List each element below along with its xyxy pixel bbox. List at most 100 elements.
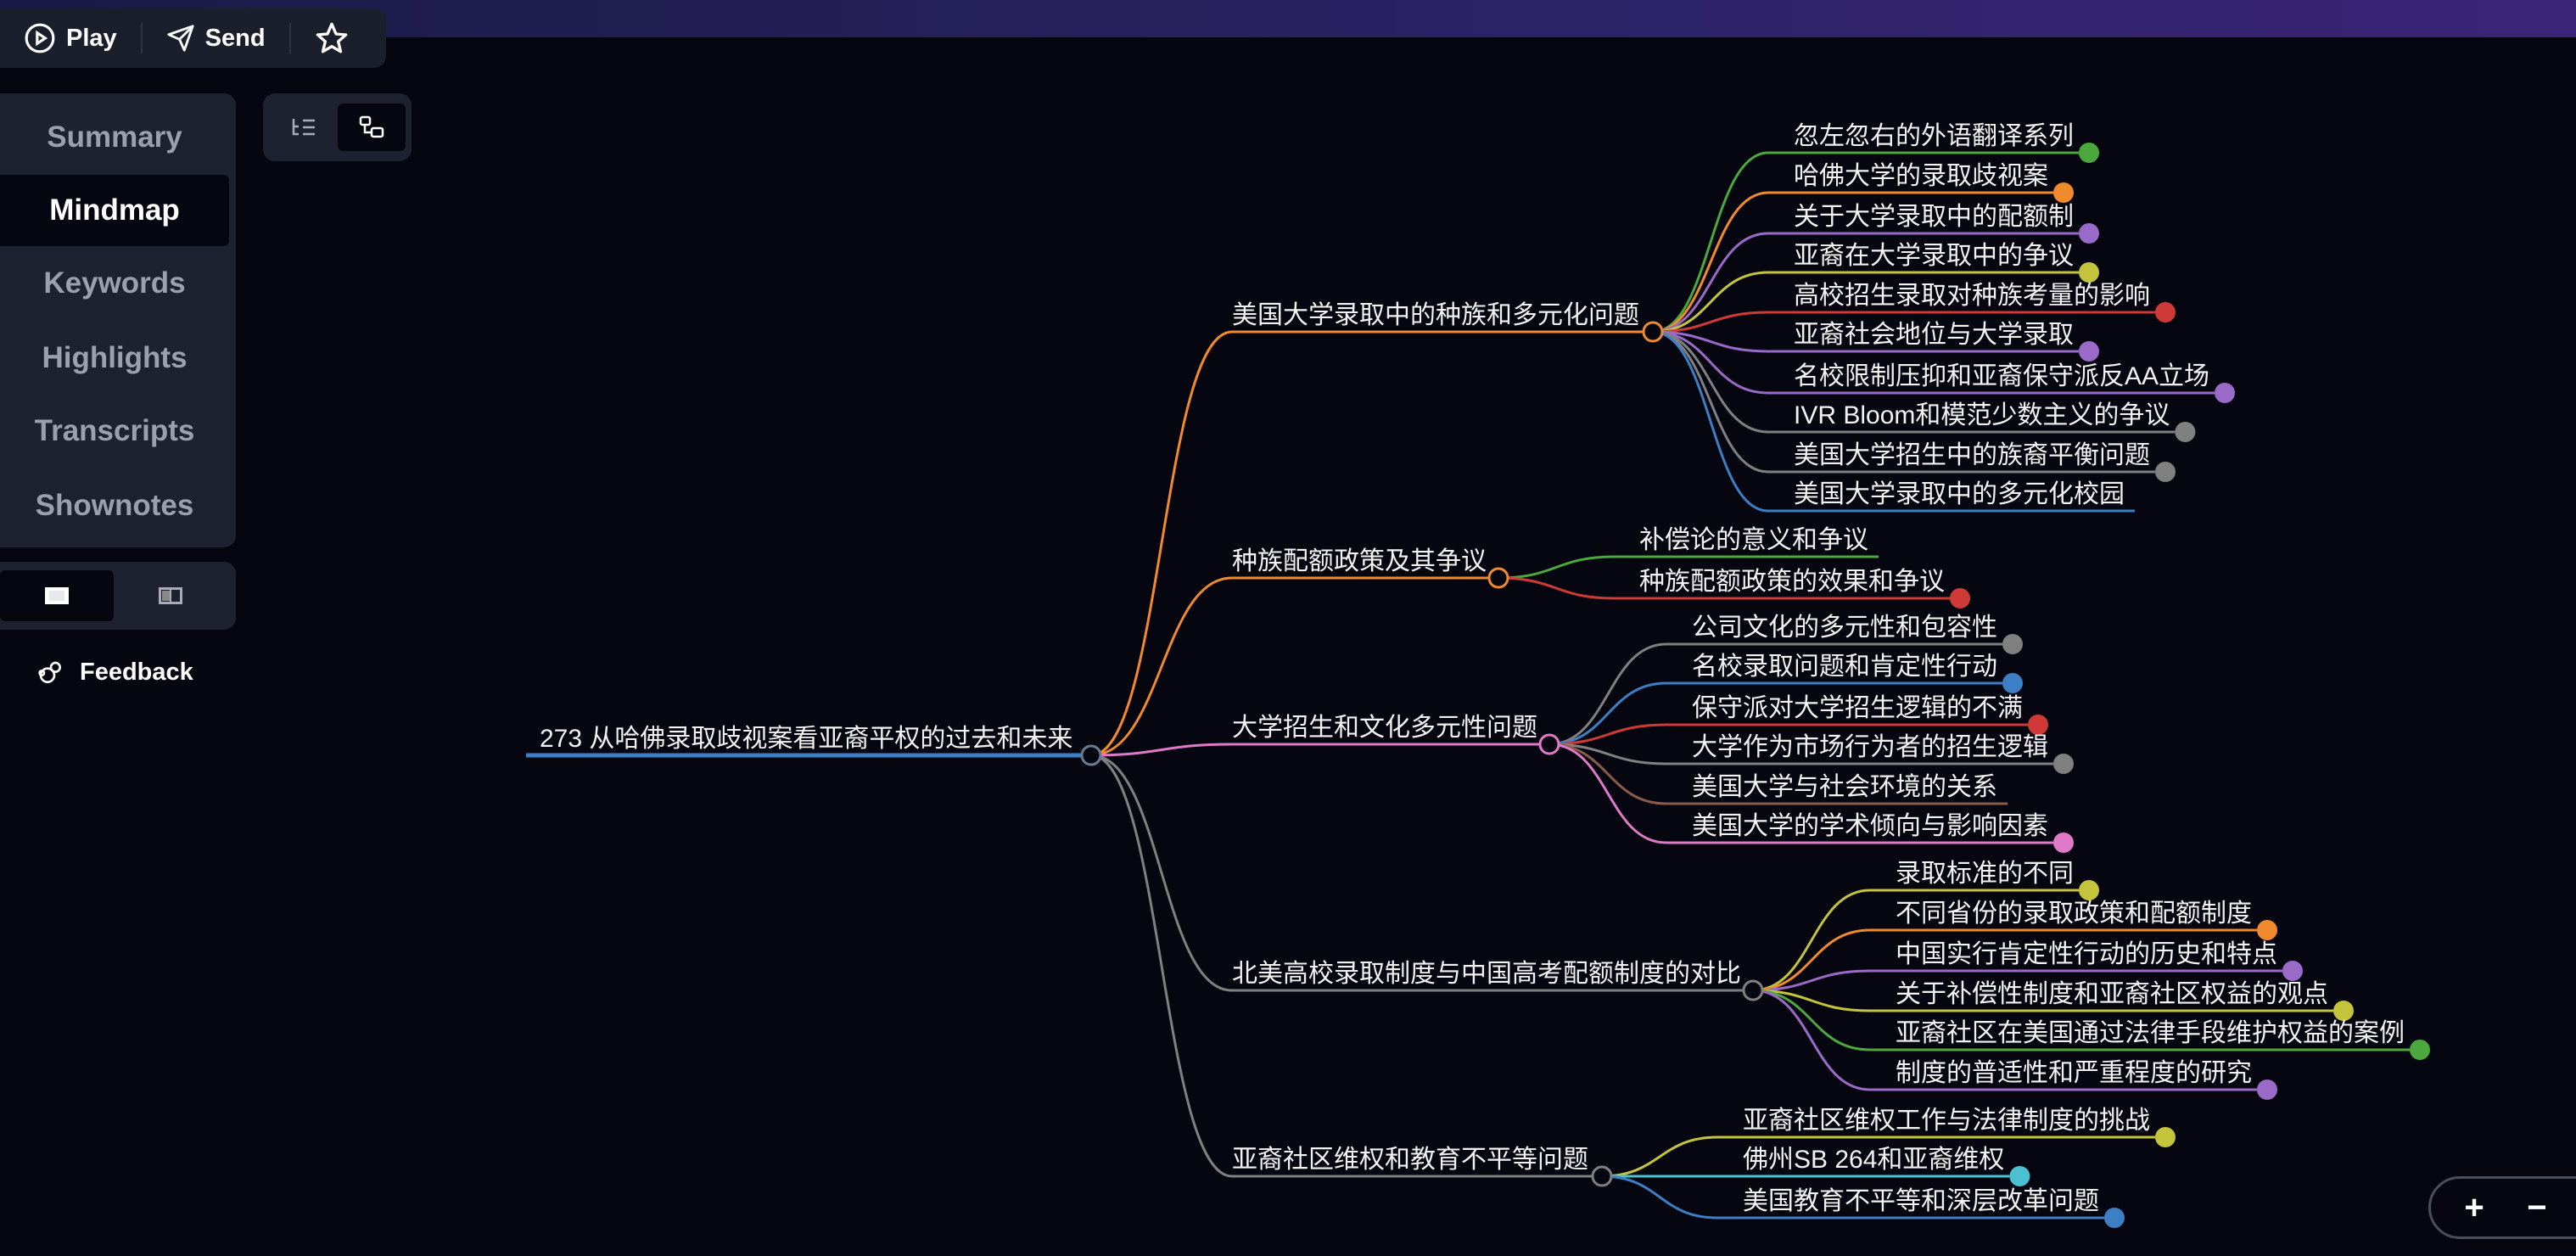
collapsed-node-dot[interactable] (2257, 1079, 2277, 1100)
leaf-link (1652, 191, 1769, 334)
single-pane-button[interactable] (0, 570, 114, 621)
nav-shownotes[interactable]: Shownotes (35, 489, 194, 522)
split-pane-button[interactable] (114, 570, 227, 621)
collapsed-node-dot[interactable] (2079, 880, 2099, 900)
collapsed-node-dot[interactable] (2053, 182, 2074, 203)
collapsed-node-dot[interactable] (1950, 588, 1970, 608)
leaf-node-label[interactable]: 美国大学与社会环境的关系 (1692, 773, 1997, 801)
play-button[interactable]: Play (0, 8, 141, 68)
leaf-node-label[interactable]: 高校招生录取对种族考量的影响 (1794, 282, 2150, 310)
send-label: Send (204, 24, 266, 52)
leaf-link (1652, 311, 1769, 334)
branch-node-label[interactable]: 美国大学录取中的种族和多元化问题 (1232, 301, 1639, 329)
mindmap-view-button[interactable] (338, 104, 406, 151)
branch-node-label[interactable]: 大学招生和文化多元性问题 (1232, 714, 1537, 742)
collapsed-node-dot[interactable] (2053, 754, 2074, 774)
leaf-node-label[interactable]: 大学作为市场行为者的招生逻辑 (1692, 733, 2048, 761)
leaf-link (1652, 151, 1769, 334)
leaf-node-label[interactable]: 佛州SB 264和亚裔维权 (1743, 1146, 2004, 1174)
leaf-node-label[interactable]: 关于大学录取中的配额制 (1794, 203, 2074, 231)
leaf-node-label[interactable]: 名校录取问题和肯定性行动 (1692, 653, 1997, 681)
send-icon (167, 25, 194, 52)
collapsed-node-dot[interactable] (2002, 673, 2023, 693)
collapsed-node-dot[interactable] (2028, 715, 2048, 735)
root-node-label[interactable]: 273 从哈佛录取歧视案看亚裔平权的过去和未来 (540, 725, 1072, 753)
branch-node-toggle[interactable] (1642, 321, 1664, 343)
root-node-toggle[interactable] (1080, 744, 1102, 766)
leaf-node-label[interactable]: 名校限制压抑和亚裔保守派反AA立场 (1794, 362, 2209, 390)
collapsed-node-dot[interactable] (2053, 833, 2074, 853)
leaf-node-label[interactable]: 公司文化的多元性和包容性 (1692, 614, 1997, 642)
zoom-out-button[interactable]: − (2527, 1188, 2547, 1226)
collapsed-node-dot[interactable] (2215, 383, 2236, 403)
feedback-label: Feedback (80, 659, 193, 686)
nav-mindmap[interactable]: Mindmap (0, 175, 229, 246)
player-toolbar: Play Send (0, 8, 386, 68)
send-button[interactable]: Send (143, 8, 289, 68)
divider (288, 23, 291, 53)
leaf-node-label[interactable]: 亚裔社区在美国通过法律手段维护权益的案例 (1896, 1019, 2405, 1047)
branch-node-label[interactable]: 种族配额政策及其争议 (1232, 547, 1487, 575)
collapsed-node-dot[interactable] (2282, 961, 2303, 981)
nav-keywords[interactable]: Keywords (43, 266, 186, 300)
feedback-button[interactable]: Feedback (37, 659, 193, 687)
leaf-link (1752, 989, 1871, 1012)
leaf-node-label[interactable]: 录取标准的不同 (1896, 860, 2074, 888)
collapsed-node-dot[interactable] (2257, 920, 2277, 940)
leaf-link (1652, 330, 1769, 474)
collapsed-node-dot[interactable] (2410, 1040, 2430, 1060)
branch-node-toggle[interactable] (1742, 979, 1764, 1001)
favorite-button[interactable] (291, 8, 372, 68)
leaf-node-label[interactable]: 制度的普适性和严重程度的研究 (1896, 1059, 2252, 1087)
nav-transcripts[interactable]: Transcripts (34, 414, 195, 447)
collapsed-node-dot[interactable] (2079, 143, 2099, 163)
collapsed-node-dot[interactable] (2079, 341, 2099, 362)
leaf-link (1752, 928, 1871, 992)
outline-icon (292, 119, 315, 136)
branch-node-label[interactable]: 北美高校录取制度与中国高考配额制度的对比 (1232, 960, 1741, 988)
collapsed-node-dot[interactable] (2175, 422, 2196, 442)
leaf-node-label[interactable]: 补偿论的意义和争议 (1639, 526, 1868, 554)
leaf-link (1601, 1175, 1718, 1220)
leaf-link (1752, 889, 1871, 992)
leaf-node-label[interactable]: 亚裔在大学录取中的争议 (1794, 242, 2074, 270)
layout-toggle (0, 562, 236, 630)
leaf-link (1652, 330, 1769, 353)
leaf-node-label[interactable]: 忽左忽右的外语翻译系列 (1794, 122, 2074, 150)
collapsed-node-dot[interactable] (2155, 462, 2176, 482)
branch-node-toggle[interactable] (1538, 733, 1560, 755)
collapsed-node-dot[interactable] (2155, 302, 2176, 322)
collapsed-node-dot[interactable] (2079, 262, 2099, 283)
leaf-node-label[interactable]: 中国实行肯定性行动的历史和特点 (1896, 940, 2277, 968)
leaf-link (1652, 330, 1769, 434)
collapsed-node-dot[interactable] (2079, 223, 2099, 244)
branch-node-label[interactable]: 亚裔社区维权和教育不平等问题 (1232, 1146, 1588, 1174)
leaf-node-label[interactable]: 哈佛大学的录取歧视案 (1794, 162, 2048, 190)
collapsed-node-dot[interactable] (2333, 1001, 2354, 1021)
mindmap-links (526, 151, 2410, 1220)
leaf-node-label[interactable]: IVR Bloom和模范少数主义的争议 (1794, 401, 2170, 429)
collapsed-node-dot[interactable] (2155, 1127, 2176, 1147)
branch-node-toggle[interactable] (1591, 1165, 1613, 1187)
leaf-link (1548, 743, 1667, 805)
leaf-node-label[interactable]: 不同省份的录取政策和配额制度 (1896, 900, 2252, 928)
zoom-in-button[interactable]: + (2464, 1188, 2484, 1226)
collapsed-node-dot[interactable] (2104, 1208, 2125, 1228)
collapsed-node-dot[interactable] (2009, 1166, 2030, 1186)
leaf-node-label[interactable]: 美国教育不平等和深层改革问题 (1743, 1187, 2099, 1215)
collapsed-node-dot[interactable] (2002, 634, 2023, 654)
leaf-node-label[interactable]: 美国大学的学术倾向与影响因素 (1692, 812, 2048, 840)
leaf-node-label[interactable]: 亚裔社会地位与大学录取 (1794, 321, 2074, 349)
leaf-node-label[interactable]: 种族配额政策的效果和争议 (1639, 568, 1945, 596)
outline-view-button[interactable] (270, 104, 338, 151)
leaf-node-label[interactable]: 亚裔社区维权工作与法律制度的挑战 (1743, 1107, 2150, 1135)
leaf-node-label[interactable]: 美国大学录取中的多元化校园 (1794, 480, 2125, 508)
nav-highlights[interactable]: Highlights (42, 341, 188, 374)
nav-summary[interactable]: Summary (47, 121, 182, 154)
star-icon (316, 22, 347, 53)
leaf-node-label[interactable]: 美国大学招生中的族裔平衡问题 (1794, 441, 2150, 469)
leaf-node-label[interactable]: 保守派对大学招生逻辑的不满 (1692, 694, 2023, 722)
leaf-node-label[interactable]: 关于补偿性制度和亚裔社区权益的观点 (1896, 980, 2328, 1008)
branch-node-toggle[interactable] (1487, 567, 1509, 589)
